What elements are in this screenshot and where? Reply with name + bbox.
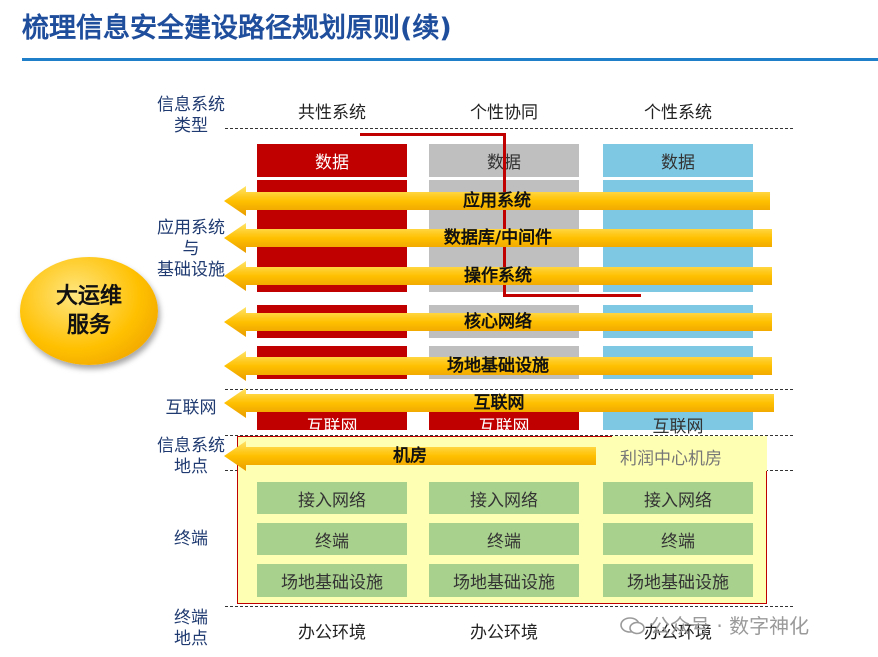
- wechat-icon: [620, 617, 645, 635]
- red-bracket-line: [503, 133, 506, 296]
- cell-terminal: 终端: [603, 523, 753, 555]
- env-office-collab: 办公环境: [470, 623, 538, 643]
- env-office-personal: 办公环境: [644, 623, 712, 643]
- arrow-label: 机房: [393, 446, 427, 466]
- arrow-left-icon: [224, 186, 770, 216]
- arrow-label: 应用系统: [463, 191, 531, 211]
- arrow-label: 场地基础设施: [447, 356, 549, 376]
- badge-label: 大运维 服务: [55, 284, 122, 338]
- arrow-left-icon: [224, 441, 596, 471]
- label-system-type: 信息系统 类型: [157, 95, 225, 136]
- cell-access-network: 接入网络: [429, 482, 579, 514]
- arrow-label: 操作系统: [464, 266, 532, 286]
- arrow-site-infrastructure: 场地基础设施: [224, 351, 772, 381]
- page-title: 梳理信息安全建设路径规划原则(续): [22, 13, 452, 44]
- column-common-system: 共性系统: [298, 103, 366, 123]
- arrow-left-icon: [224, 261, 772, 291]
- arrow-database-middleware: 数据库/中间件: [224, 223, 772, 253]
- label-terminal-location: 终端 地点: [174, 608, 208, 649]
- cell-site-infra: 场地基础设施: [603, 564, 753, 597]
- label-internet: 互联网: [165, 398, 217, 418]
- watermark: 公众号 · 数字神化: [620, 610, 809, 639]
- arrow-operating-system: 操作系统: [224, 261, 772, 291]
- idc-area: [612, 436, 767, 471]
- arrow-left-icon: [224, 307, 772, 337]
- red-bracket-line: [503, 294, 641, 297]
- arrow-core-network: 核心网络: [224, 307, 772, 337]
- cell-terminal: 终端: [429, 523, 579, 555]
- cell-data-personal: 数据: [603, 144, 753, 177]
- cell-access-network: 接入网络: [603, 482, 753, 514]
- separator-line: [225, 128, 793, 129]
- cell-site-infra: 场地基础设施: [429, 564, 579, 597]
- cell-access-network: 接入网络: [257, 482, 407, 514]
- arrow-left-icon: [224, 223, 772, 253]
- cell-site-infra: 场地基础设施: [257, 564, 407, 597]
- label-app-infra: 应用系统 与 基础设施: [157, 218, 225, 280]
- label-terminal: 终端: [174, 529, 208, 549]
- label-system-location: 信息系统 地点: [157, 436, 225, 477]
- arrow-left-icon: [224, 388, 774, 418]
- arrow-internet: 互联网: [224, 388, 774, 418]
- env-office-common: 办公环境: [298, 623, 366, 643]
- watermark-text: 公众号 · 数字神化: [650, 614, 810, 638]
- arrow-label: 互联网: [473, 393, 525, 413]
- arrow-left-icon: [224, 351, 772, 381]
- title-underline: [22, 58, 878, 61]
- arrow-label: 核心网络: [464, 312, 532, 332]
- ops-service-badge: 大运维 服务: [20, 257, 158, 365]
- column-personal-system: 个性系统: [644, 103, 712, 123]
- red-bracket-line: [360, 133, 505, 136]
- idc-label: 利润中心机房: [620, 449, 722, 469]
- separator-line: [225, 435, 793, 436]
- arrow-label: 数据库/中间件: [443, 228, 553, 248]
- cell-data-common: 数据: [257, 144, 407, 177]
- arrow-machine-room: 机房: [224, 441, 596, 471]
- separator-line: [225, 606, 793, 607]
- cell-terminal: 终端: [257, 523, 407, 555]
- arrow-application-system: 应用系统: [224, 186, 770, 216]
- separator-line: [225, 389, 793, 390]
- column-personal-collab: 个性协同: [470, 103, 538, 123]
